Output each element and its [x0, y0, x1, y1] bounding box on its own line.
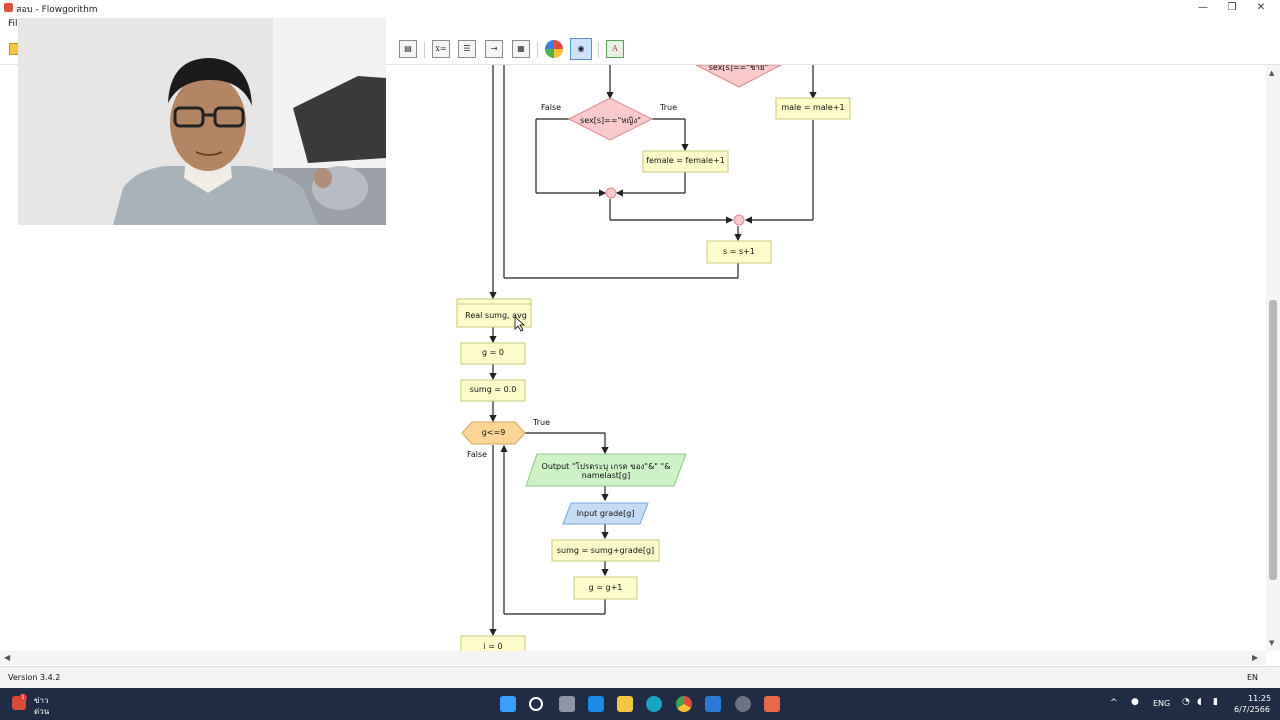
- scroll-up-icon[interactable]: ▲: [1269, 69, 1275, 77]
- title-bar: สอบ - Flowgorithm — ❐ ✕: [0, 0, 1280, 16]
- vscode-icon[interactable]: [705, 696, 721, 712]
- chart-icon[interactable]: ◉: [570, 38, 592, 60]
- process-s-inc[interactable]: [706, 240, 772, 264]
- process-female[interactable]: [642, 150, 729, 173]
- merge-point: [733, 214, 745, 226]
- webcam-overlay: [18, 18, 386, 225]
- input-language[interactable]: ENG: [1153, 699, 1171, 708]
- input-node[interactable]: [562, 502, 649, 525]
- process-sumg[interactable]: [551, 539, 660, 562]
- toolbar-separator: [424, 42, 425, 58]
- file-explorer-icon[interactable]: [617, 696, 633, 712]
- close-button[interactable]: ✕: [1256, 2, 1266, 13]
- wifi-icon[interactable]: ◔: [1182, 697, 1190, 707]
- task-view-icon[interactable]: [559, 696, 575, 712]
- process-female-text: female = female+1: [646, 156, 725, 165]
- process-g-inc-text: g = g+1: [588, 583, 623, 592]
- process-g-inc[interactable]: [573, 576, 638, 600]
- status-bar: Version 3.4.2 EN: [0, 666, 1280, 689]
- process-i0[interactable]: [460, 635, 526, 651]
- process-sumg-text: sumg = sumg+grade[g]: [556, 546, 655, 555]
- news-badge: 1: [19, 694, 27, 701]
- search-icon[interactable]: [529, 697, 543, 711]
- merge-point: [605, 187, 617, 199]
- process-male[interactable]: [775, 97, 851, 120]
- language-indicator: EN: [1246, 673, 1258, 682]
- process-i0-text: i = 0: [483, 642, 503, 651]
- toolbar-separator: [537, 42, 538, 58]
- console-icon[interactable]: ▦: [512, 40, 530, 58]
- color-icon[interactable]: [545, 40, 563, 58]
- windows-taskbar: 1 ข่าว ด่วน ^ ● ENG ◔ ◖ ▮ 11:25 6/7/2566: [0, 688, 1280, 720]
- label-false: False: [541, 103, 562, 112]
- label-true: True: [660, 103, 677, 112]
- process-male-text: male = male+1: [781, 103, 845, 112]
- variables-icon[interactable]: x=: [432, 40, 450, 58]
- battery-icon[interactable]: ▮: [1213, 697, 1218, 707]
- stack-icon[interactable]: ☰: [458, 40, 476, 58]
- obs-recorder-icon[interactable]: [735, 696, 751, 712]
- tray-chevron-icon[interactable]: ^: [1110, 698, 1118, 708]
- news-line2: ด่วน: [34, 707, 50, 716]
- webcam-person-image: [18, 18, 386, 225]
- scroll-right-icon[interactable]: ▶: [1252, 653, 1259, 662]
- news-line1: ข่าว: [34, 696, 49, 705]
- input-text: Input grade[g]: [576, 509, 635, 518]
- flowgorithm-taskbar-icon[interactable]: [764, 696, 780, 712]
- menu-file[interactable]: Fil: [8, 19, 18, 29]
- output-text-line2: namelast[g]: [581, 471, 631, 480]
- output-text-line1: Output "โปรดระบุ เกรด ของ"&" "&: [541, 462, 671, 471]
- clock-time[interactable]: 11:25: [1248, 694, 1272, 703]
- label-false-loop: False: [467, 450, 488, 459]
- label-true-loop: True: [533, 418, 550, 427]
- flowchart-svg: [456, 65, 851, 651]
- flowgorithm-app-icon: [4, 3, 13, 12]
- windows-start-icon[interactable]: [500, 696, 516, 712]
- output-icon[interactable]: ⇥: [485, 40, 503, 58]
- declare-real-text: Real sumg, avg: [465, 311, 527, 320]
- process-g0[interactable]: [460, 342, 526, 365]
- line-app-icon[interactable]: [588, 696, 604, 712]
- decision-sex-top-text: sex[s]=="ชาย": [708, 65, 769, 72]
- maximize-button[interactable]: ❐: [1227, 2, 1237, 13]
- connectors: [489, 65, 817, 637]
- minimize-button[interactable]: —: [1198, 2, 1208, 13]
- volume-icon[interactable]: ◖: [1197, 697, 1202, 707]
- process-g0-text: g = 0: [482, 348, 504, 357]
- edge-browser-icon[interactable]: [646, 696, 662, 712]
- decision-sex-top[interactable]: [695, 65, 782, 88]
- horizontal-scrollbar[interactable]: ◀ ▶: [0, 651, 1266, 665]
- vertical-scrollbar[interactable]: ▲ ▼: [1266, 65, 1280, 651]
- while-loop-text: g<=9: [481, 428, 506, 437]
- window-title: สอบ - Flowgorithm: [16, 5, 98, 15]
- scroll-down-icon[interactable]: ▼: [1269, 639, 1275, 647]
- chrome-icon[interactable]: [676, 696, 692, 712]
- mouse-pointer-icon: [514, 316, 526, 332]
- process-sumg0[interactable]: [460, 379, 526, 402]
- while-loop[interactable]: [461, 421, 526, 445]
- decision-sex-female-text: sex[s]=="หญิง": [580, 116, 641, 125]
- clock-date[interactable]: 6/7/2566: [1234, 705, 1270, 714]
- process-s-text: s = s+1: [723, 247, 755, 256]
- output-node[interactable]: [525, 453, 687, 487]
- menu-bar: Fil: [0, 17, 1280, 31]
- version-text: Version 3.4.2: [8, 673, 61, 682]
- scroll-left-icon[interactable]: ◀: [4, 653, 11, 662]
- decision-sex-female[interactable]: [567, 97, 654, 141]
- translate-icon[interactable]: A: [606, 40, 624, 58]
- vertical-scroll-thumb[interactable]: [1269, 300, 1277, 580]
- layout-icon[interactable]: ▤: [399, 40, 417, 58]
- microphone-icon[interactable]: ●: [1131, 697, 1139, 707]
- toolbar-separator: [598, 42, 599, 58]
- process-sumg0-text: sumg = 0.0: [469, 385, 517, 394]
